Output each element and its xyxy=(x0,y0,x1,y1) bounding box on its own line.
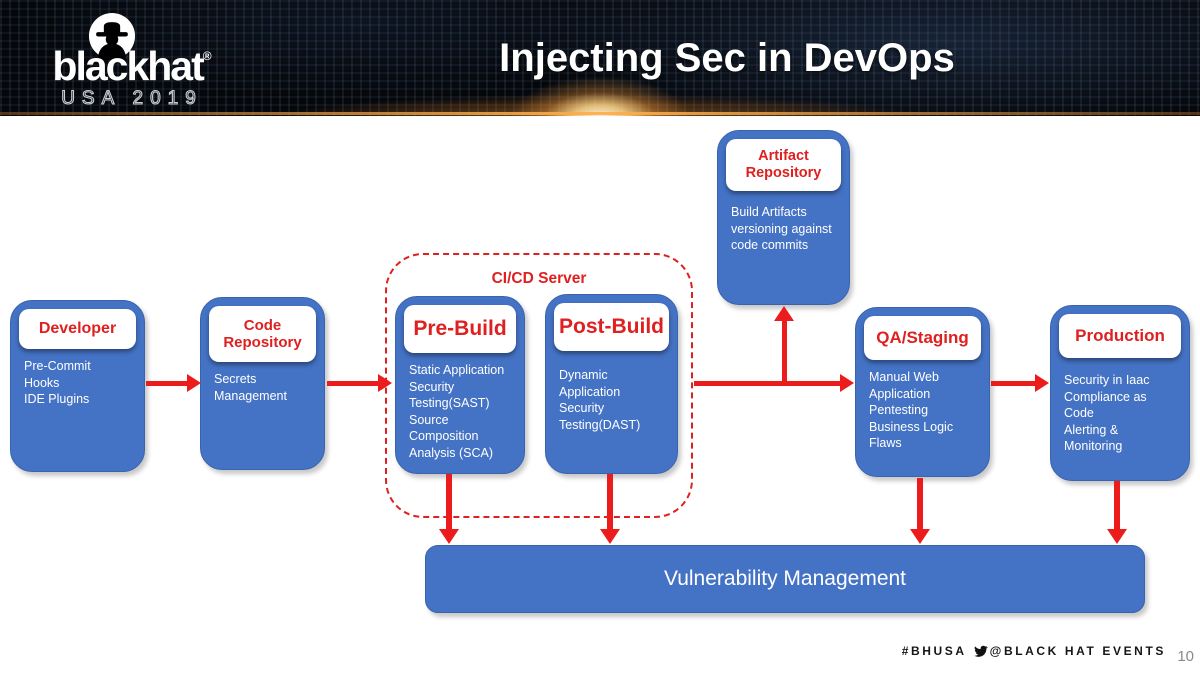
banner-horizon-line xyxy=(0,112,1200,115)
footer: #BHUSA @BLACK HAT EVENTS xyxy=(902,644,1166,658)
node-artifact-repository-body: Build Artifacts versioning against code … xyxy=(731,205,832,252)
slide-title: Injecting Sec in DevOps xyxy=(499,36,955,80)
arrow-prebuild-to-vuln xyxy=(446,474,452,530)
node-production-body: Security in Iaac Compliance as Code Aler… xyxy=(1064,373,1150,453)
node-developer: Developer Pre-Commit Hooks IDE Plugins xyxy=(10,300,145,472)
arrow-cicd-to-qa xyxy=(694,381,842,386)
arrow-qa-to-production xyxy=(991,381,1037,386)
node-post-build-title: Post-Build xyxy=(554,303,669,351)
node-pre-build: Pre-Build Static Application Security Te… xyxy=(395,296,525,474)
arrow-repo-to-cicd-head xyxy=(378,374,392,392)
node-post-build-body: Dynamic Application Security Testing(DAS… xyxy=(559,368,641,432)
node-developer-body: Pre-Commit Hooks IDE Plugins xyxy=(24,359,91,406)
node-code-repository-title: Code Repository xyxy=(209,306,316,362)
blackhat-logo: blackhat® USA 2019 xyxy=(16,4,248,112)
footer-hashtag: #BHUSA xyxy=(901,644,967,658)
node-pre-build-title: Pre-Build xyxy=(404,305,516,353)
arrow-cicd-to-qa-head xyxy=(840,374,854,392)
arrow-repo-to-cicd xyxy=(327,381,380,386)
arrow-postbuild-to-vuln-head xyxy=(600,529,620,544)
twitter-bird-icon xyxy=(973,645,988,657)
node-qa-staging-title: QA/Staging xyxy=(864,316,981,360)
node-code-repository: Code Repository Secrets Management xyxy=(200,297,325,470)
arrow-production-to-vuln xyxy=(1114,481,1120,530)
arrow-qa-to-production-head xyxy=(1035,374,1049,392)
arrow-up-to-artifact xyxy=(782,320,787,383)
brand-text: blackhat® xyxy=(52,43,212,89)
node-qa-staging: QA/Staging Manual Web Application Pentes… xyxy=(855,307,990,477)
arrow-developer-to-repo-head xyxy=(187,374,201,392)
arrow-up-to-artifact-head xyxy=(774,306,794,321)
footer-twitter-handle: @BLACK HAT EVENTS xyxy=(989,644,1166,658)
arrow-postbuild-to-vuln xyxy=(607,474,613,530)
brand-subtitle: USA 2019 xyxy=(61,87,203,109)
node-production-title: Production xyxy=(1059,314,1181,358)
node-artifact-repository-title: Artifact Repository xyxy=(726,139,841,191)
arrow-developer-to-repo xyxy=(146,381,189,386)
header-banner: blackhat® USA 2019 Injecting Sec in DevO… xyxy=(0,0,1200,116)
node-production: Production Security in Iaac Compliance a… xyxy=(1050,305,1190,481)
node-qa-staging-body: Manual Web Application Pentesting Busine… xyxy=(869,370,954,450)
blackhat-hat-icon xyxy=(88,12,136,60)
vulnerability-management-bar: Vulnerability Management xyxy=(425,545,1145,613)
arrow-production-to-vuln-head xyxy=(1107,529,1127,544)
cicd-server-label: CI/CD Server xyxy=(491,270,587,287)
node-post-build: Post-Build Dynamic Application Security … xyxy=(545,294,678,474)
arrow-prebuild-to-vuln-head xyxy=(439,529,459,544)
node-code-repository-body: Secrets Management xyxy=(214,372,287,403)
registered-mark: ® xyxy=(202,49,212,63)
arrow-qa-to-vuln-head xyxy=(910,529,930,544)
node-developer-title: Developer xyxy=(19,309,136,349)
page-number: 10 xyxy=(1177,648,1194,665)
node-pre-build-body: Static Application Security Testing(SAST… xyxy=(409,363,505,460)
node-artifact-repository: Artifact Repository Build Artifacts vers… xyxy=(717,130,850,305)
arrow-qa-to-vuln xyxy=(917,478,923,530)
